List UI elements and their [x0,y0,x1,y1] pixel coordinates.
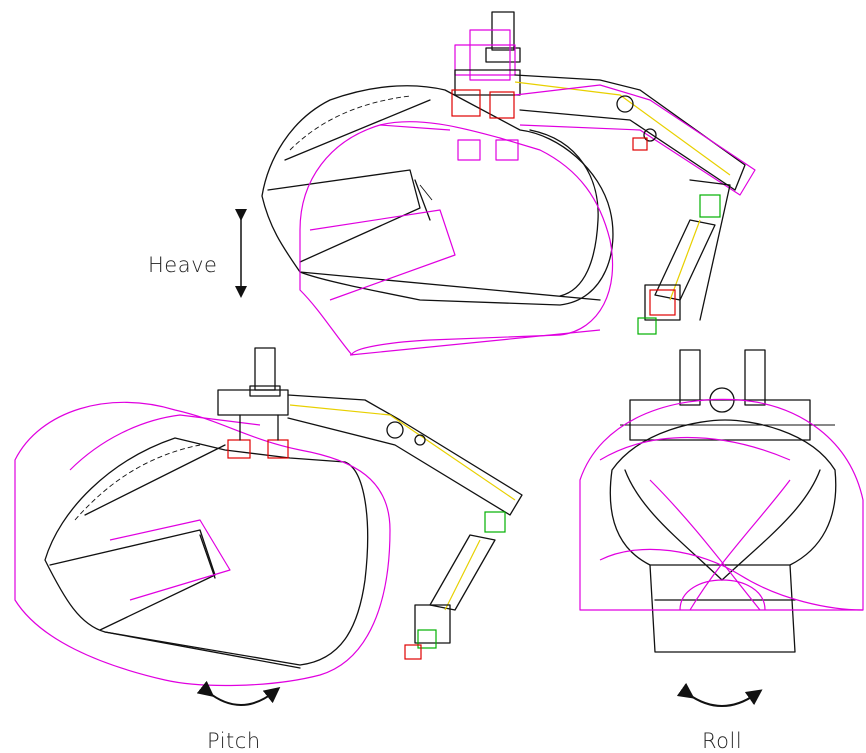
roll-hull-reference [609,349,837,653]
roll-rotation-arrow [676,682,763,707]
pitch-rotation-arrow [196,680,281,706]
pitch-arm [287,394,523,660]
roll-label: Roll [702,729,742,753]
pitch-hull-reference [44,437,369,669]
heave-label: Heave [148,253,217,277]
pitch-label: Pitch [207,729,261,753]
roll-hull-displaced [579,398,864,611]
heave-arm [514,74,756,335]
pitch-view: Pitch [14,347,523,753]
roll-view: Roll [579,349,864,753]
heave-hull-reference [261,85,614,306]
heave-view: Heave [148,11,756,356]
heave-hull-displaced [299,121,614,356]
pitch-actuator-tower [217,347,289,459]
pitch-hull-displaced [14,401,391,687]
heave-actuator-tower [451,11,521,161]
